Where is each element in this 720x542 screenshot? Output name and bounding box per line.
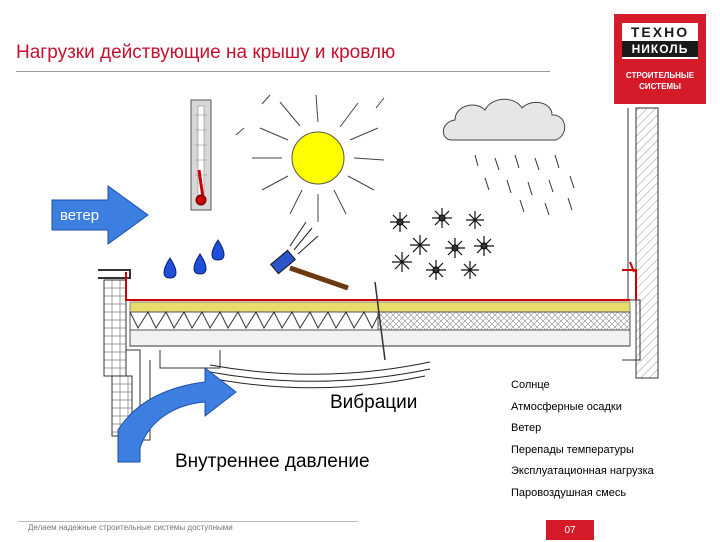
logo-tagline-line2: СИСТЕМЫ <box>639 82 681 91</box>
title-underline <box>16 71 550 72</box>
snowflakes-icon <box>390 208 494 280</box>
vibration-waves-icon <box>209 361 431 389</box>
water-drops-icon <box>163 239 225 279</box>
list-item: Перепады температуры <box>511 443 634 456</box>
right-wall <box>622 107 659 379</box>
logo-brand-part2: НИКОЛЬ <box>622 41 698 57</box>
page-number-badge: 07 <box>546 520 594 540</box>
list-item: Паровоздушная смесь <box>511 486 627 499</box>
thermometer-icon <box>190 99 212 211</box>
wind-label: ветер <box>60 207 100 224</box>
sun-icon <box>235 94 385 222</box>
logo-brand-part1: ТЕХНО <box>630 24 690 40</box>
list-item: Ветер <box>511 422 542 435</box>
logo-tagline-line1: СТРОИТЕЛЬНЫЕ <box>625 71 695 80</box>
loads-list: Солнце Атмосферные осадки Ветер Перепады… <box>511 378 654 508</box>
hammer-icon <box>270 221 349 291</box>
wind-arrow-icon <box>51 185 149 245</box>
internal-pressure-label: Внутреннее давление <box>175 451 370 472</box>
roof-layers <box>129 299 631 347</box>
slide-title: Нагрузки действующие на крышу и кровлю <box>16 42 396 63</box>
list-item: Атмосферные осадки <box>511 400 622 413</box>
internal-pressure-arrow-icon <box>117 366 237 463</box>
vibration-label: Вибрации <box>330 392 418 413</box>
footer-divider <box>18 521 358 522</box>
list-item: Эксплуатационная нагрузка <box>511 465 654 478</box>
left-parapet <box>98 269 134 437</box>
tekhnonikol-logo: ТЕХНО НИКОЛЬ СТРОИТЕЛЬНЫЕ СИСТЕМЫ <box>614 14 706 104</box>
footer-slogan: Делаем надежные строительные системы дос… <box>28 523 233 532</box>
list-item: Солнце <box>511 379 550 391</box>
nail-icon <box>374 281 386 361</box>
rain-cloud-icon <box>442 98 575 216</box>
